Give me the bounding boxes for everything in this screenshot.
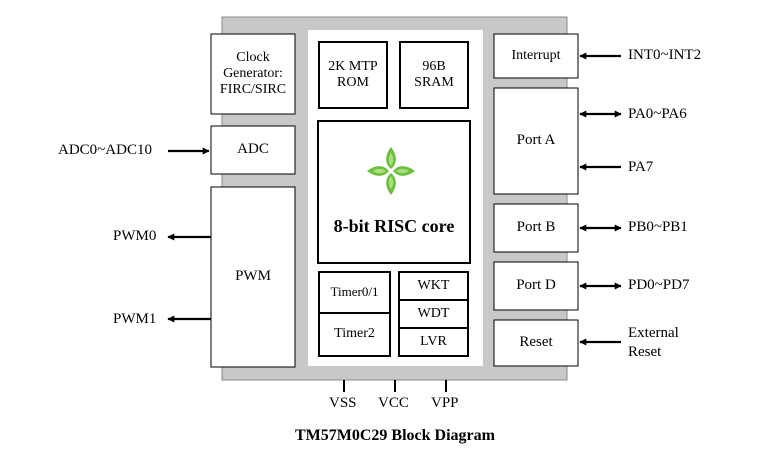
rom-block [318, 41, 388, 109]
pb-signal-label: PB0~PB1 [628, 219, 688, 235]
pwm-label: PWM [235, 268, 271, 285]
sram-block [399, 41, 469, 109]
external-reset-signal-label: External Reset [628, 325, 679, 360]
pd-signal-label: PD0~PD7 [628, 277, 690, 293]
risc-core-block [317, 120, 471, 264]
vss-pin-label: VSS [329, 395, 357, 411]
diagram-title: TM57M0C29 Block Diagram [295, 426, 495, 444]
adc-signal-label: ADC0~ADC10 [58, 142, 152, 158]
vpp-pin-label: VPP [431, 395, 459, 411]
pwm1-signal-label: PWM1 [113, 311, 157, 327]
four-leaf-logo-icon [367, 147, 415, 195]
sram-label: 96B SRAM [414, 58, 454, 90]
port-d-label: Port D [516, 277, 556, 294]
pwm0-signal-label: PWM0 [113, 228, 157, 244]
interrupt-block [493, 33, 579, 79]
adc-block [210, 125, 296, 175]
port-a-label: Port A [516, 132, 556, 149]
wkt-label: WKT [417, 277, 450, 293]
reset-label: Reset [519, 334, 553, 351]
risc-core-label: 8-bit RISC core [333, 215, 455, 236]
rom-label: 2K MTP ROM [328, 58, 378, 90]
wkt-wdt-lvr-group [398, 271, 469, 357]
lvr-label: LVR [420, 333, 447, 349]
timer01-label: Timer0/1 [330, 284, 379, 300]
pa7-signal-label: PA7 [628, 159, 654, 175]
reset-block [493, 319, 579, 367]
port-b-label: Port B [516, 219, 556, 236]
port-d-block [493, 261, 579, 311]
int-signal-label: INT0~INT2 [628, 47, 702, 63]
clock-generator-label: Clock Generator: FIRC/SIRC [219, 49, 287, 98]
vcc-pin-label: VCC [378, 395, 409, 411]
pwm-block [210, 186, 296, 368]
adc-label: ADC [237, 141, 269, 158]
wdt-label: WDT [417, 305, 450, 321]
pa0-signal-label: PA0~PA6 [628, 106, 687, 122]
clock-generator-block [210, 33, 296, 115]
port-a-block [493, 87, 579, 195]
timer2-label: Timer2 [334, 326, 375, 342]
port-b-block [493, 203, 579, 253]
interrupt-label: Interrupt [511, 47, 561, 63]
